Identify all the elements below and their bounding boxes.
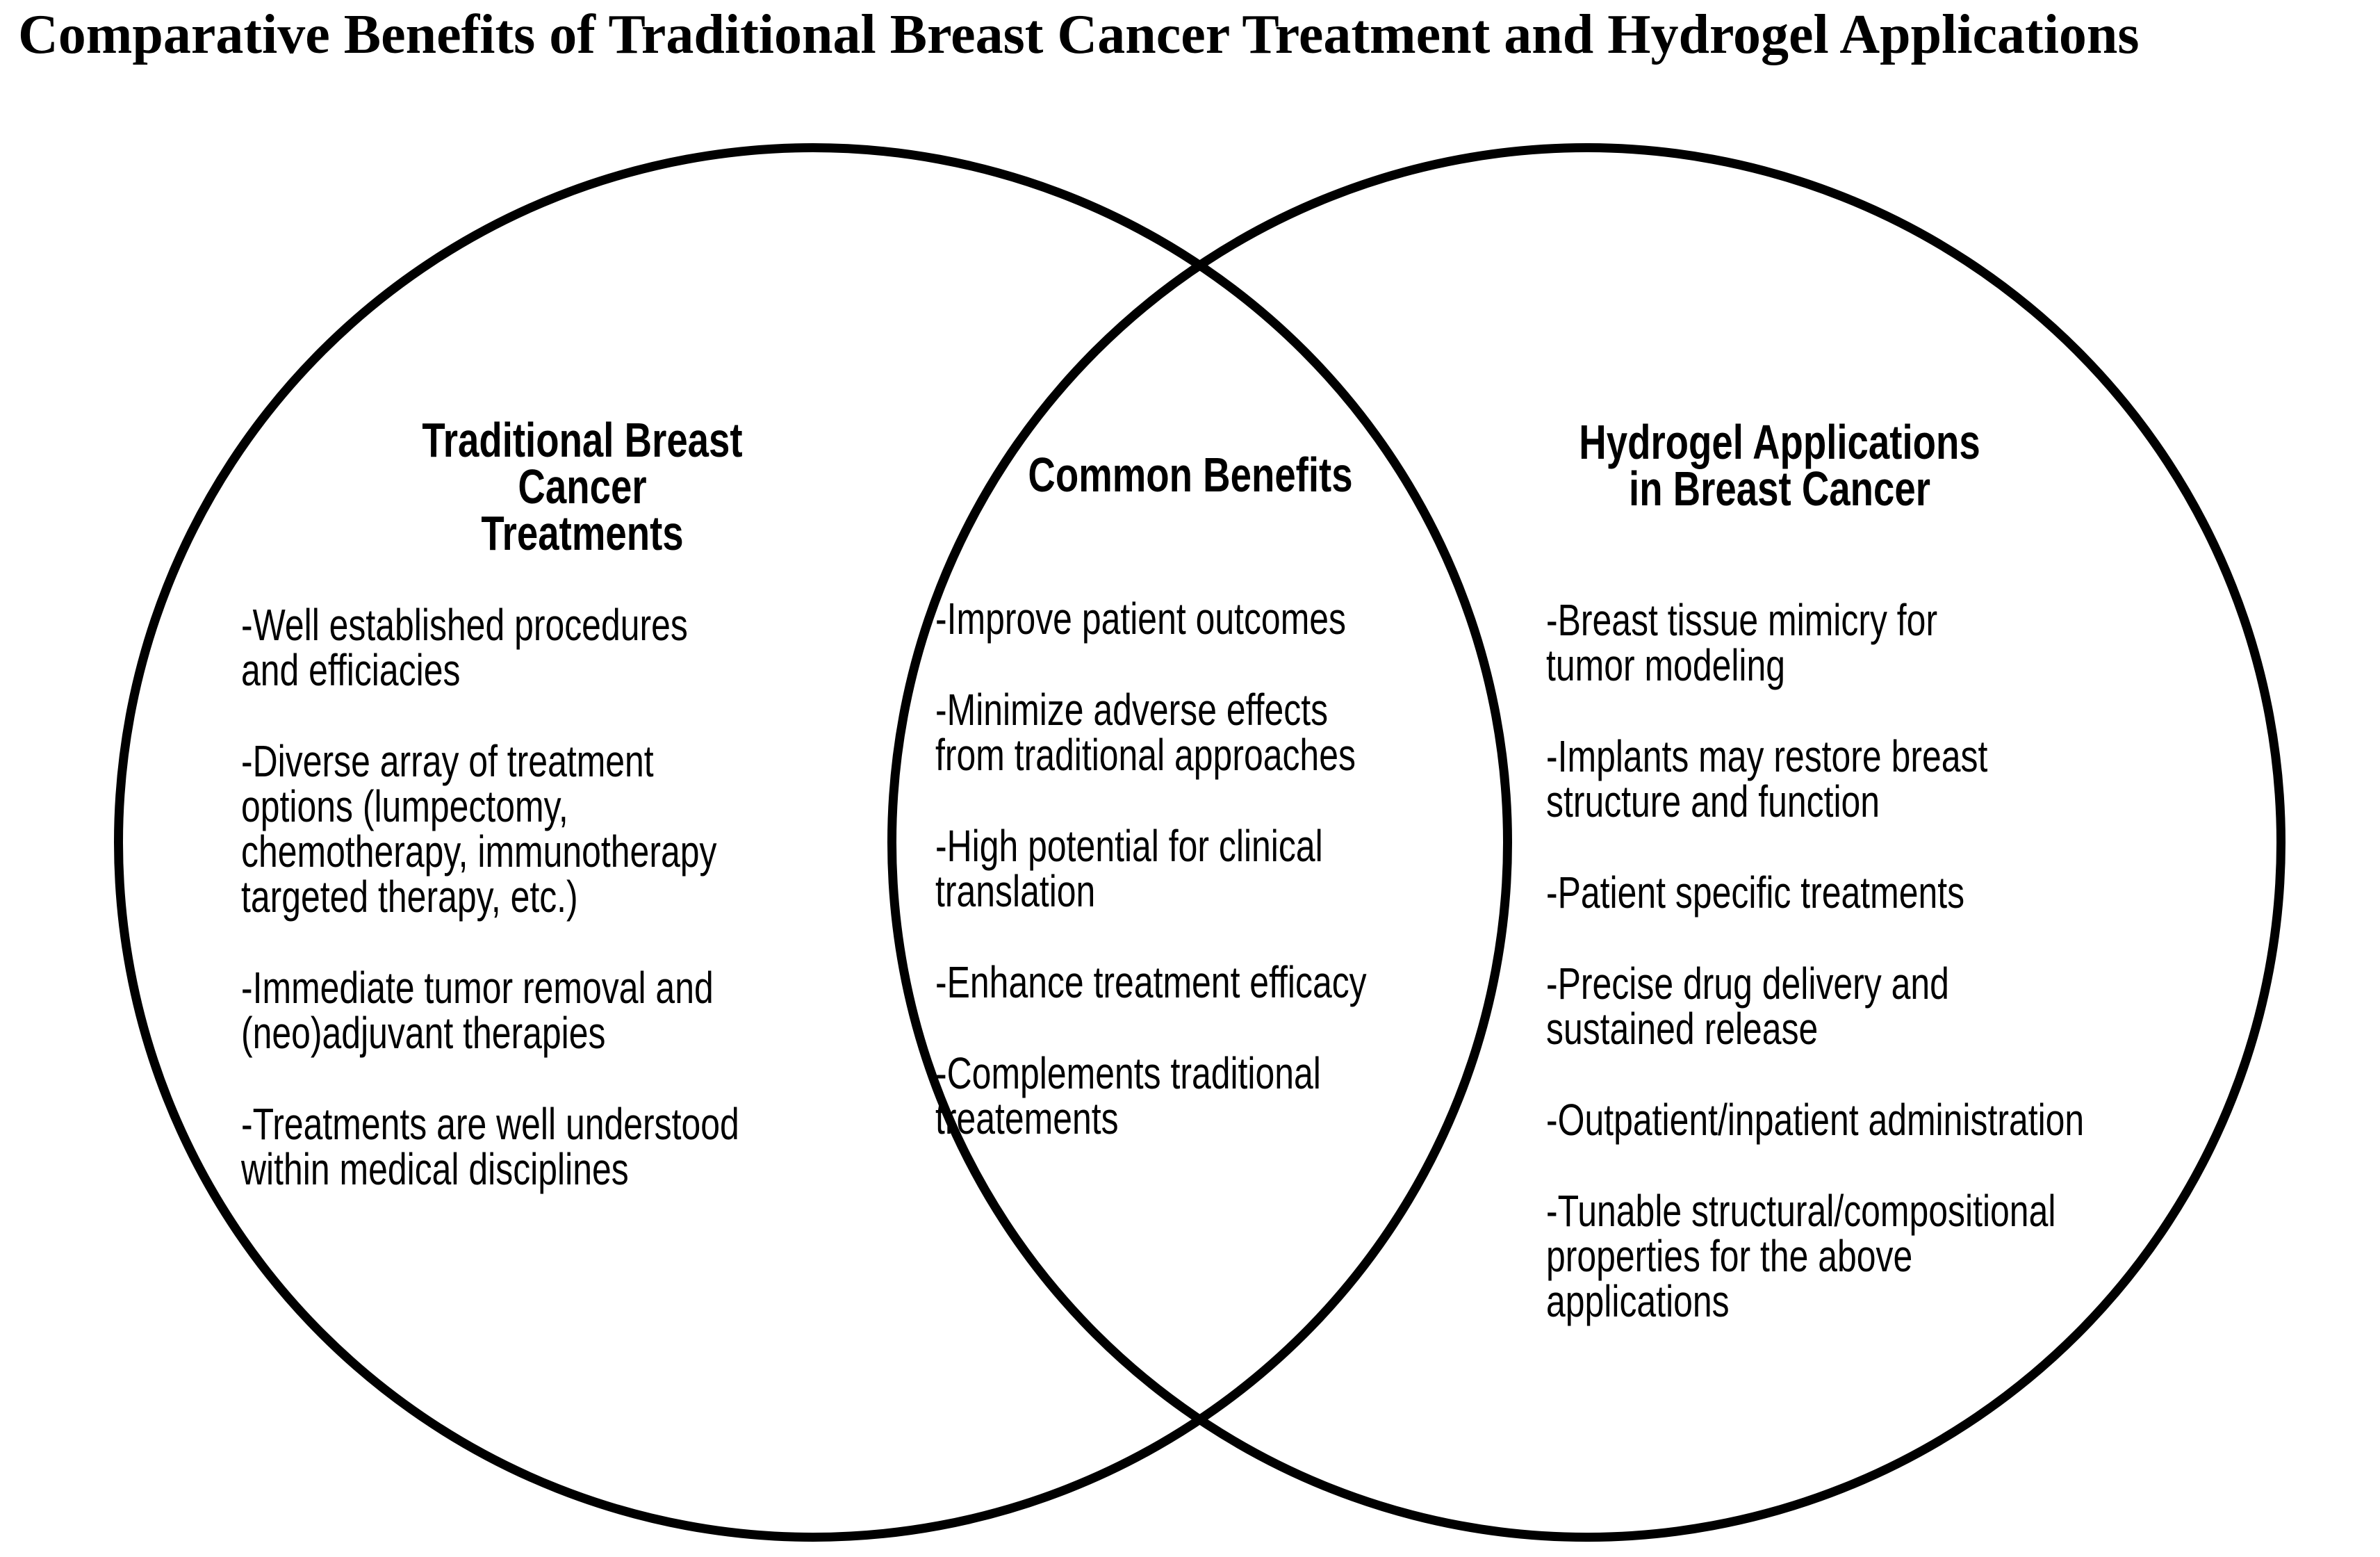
heading-hydrogel-applications: Hydrogel Applications in Breast Cancer xyxy=(1579,415,1980,516)
bullet-breast-tissue-mimicry: -Breast tissue mimicry for tumor modelin… xyxy=(1546,595,1938,690)
list-common-benefits: -Improve patient outcomes -Minimize adve… xyxy=(935,596,1450,1187)
figure-title: Comparative Benefits of Traditional Brea… xyxy=(18,4,2140,65)
bullet-minimize-adverse-effects: -Minimize adverse effects from tradition… xyxy=(935,685,1356,780)
bullet-enhance-treatment-efficacy: -Enhance treatment efficacy xyxy=(935,957,1367,1007)
bullet-tunable-properties: -Tunable structural/compositional proper… xyxy=(1546,1186,2056,1326)
bullet-well-established-procedures: -Well established procedures and efficia… xyxy=(241,600,688,695)
heading-common-benefits: Common Benefits xyxy=(1028,448,1353,502)
bullet-complements-traditional: -Complements traditional treatements xyxy=(935,1048,1321,1143)
bullet-treatments-well-understood: -Treatments are well understood within m… xyxy=(241,1099,739,1194)
bullet-high-clinical-translation: -High potential for clinical translation xyxy=(935,821,1323,916)
bullet-diverse-treatment-options: -Diverse array of treatment options (lum… xyxy=(241,736,717,922)
heading-traditional-treatments: Traditional Breast Cancer Treatments xyxy=(422,413,743,560)
list-hydrogel-applications: -Breast tissue mimicry for tumor modelin… xyxy=(1546,598,2169,1370)
bullet-implants-restore-structure: -Implants may restore breast structure a… xyxy=(1546,731,1988,826)
bullet-improve-patient-outcomes: -Improve patient outcomes xyxy=(935,594,1346,644)
bullet-outpatient-inpatient: -Outpatient/inpatient administration xyxy=(1546,1095,2085,1145)
bullet-immediate-tumor-removal: -Immediate tumor removal and (neo)adjuva… xyxy=(241,963,714,1058)
bullet-precise-drug-delivery: -Precise drug delivery and sustained rel… xyxy=(1546,959,1949,1054)
list-traditional-treatments: -Well established procedures and efficia… xyxy=(241,603,783,1238)
bullet-patient-specific-treatments: -Patient specific treatments xyxy=(1546,867,1965,918)
